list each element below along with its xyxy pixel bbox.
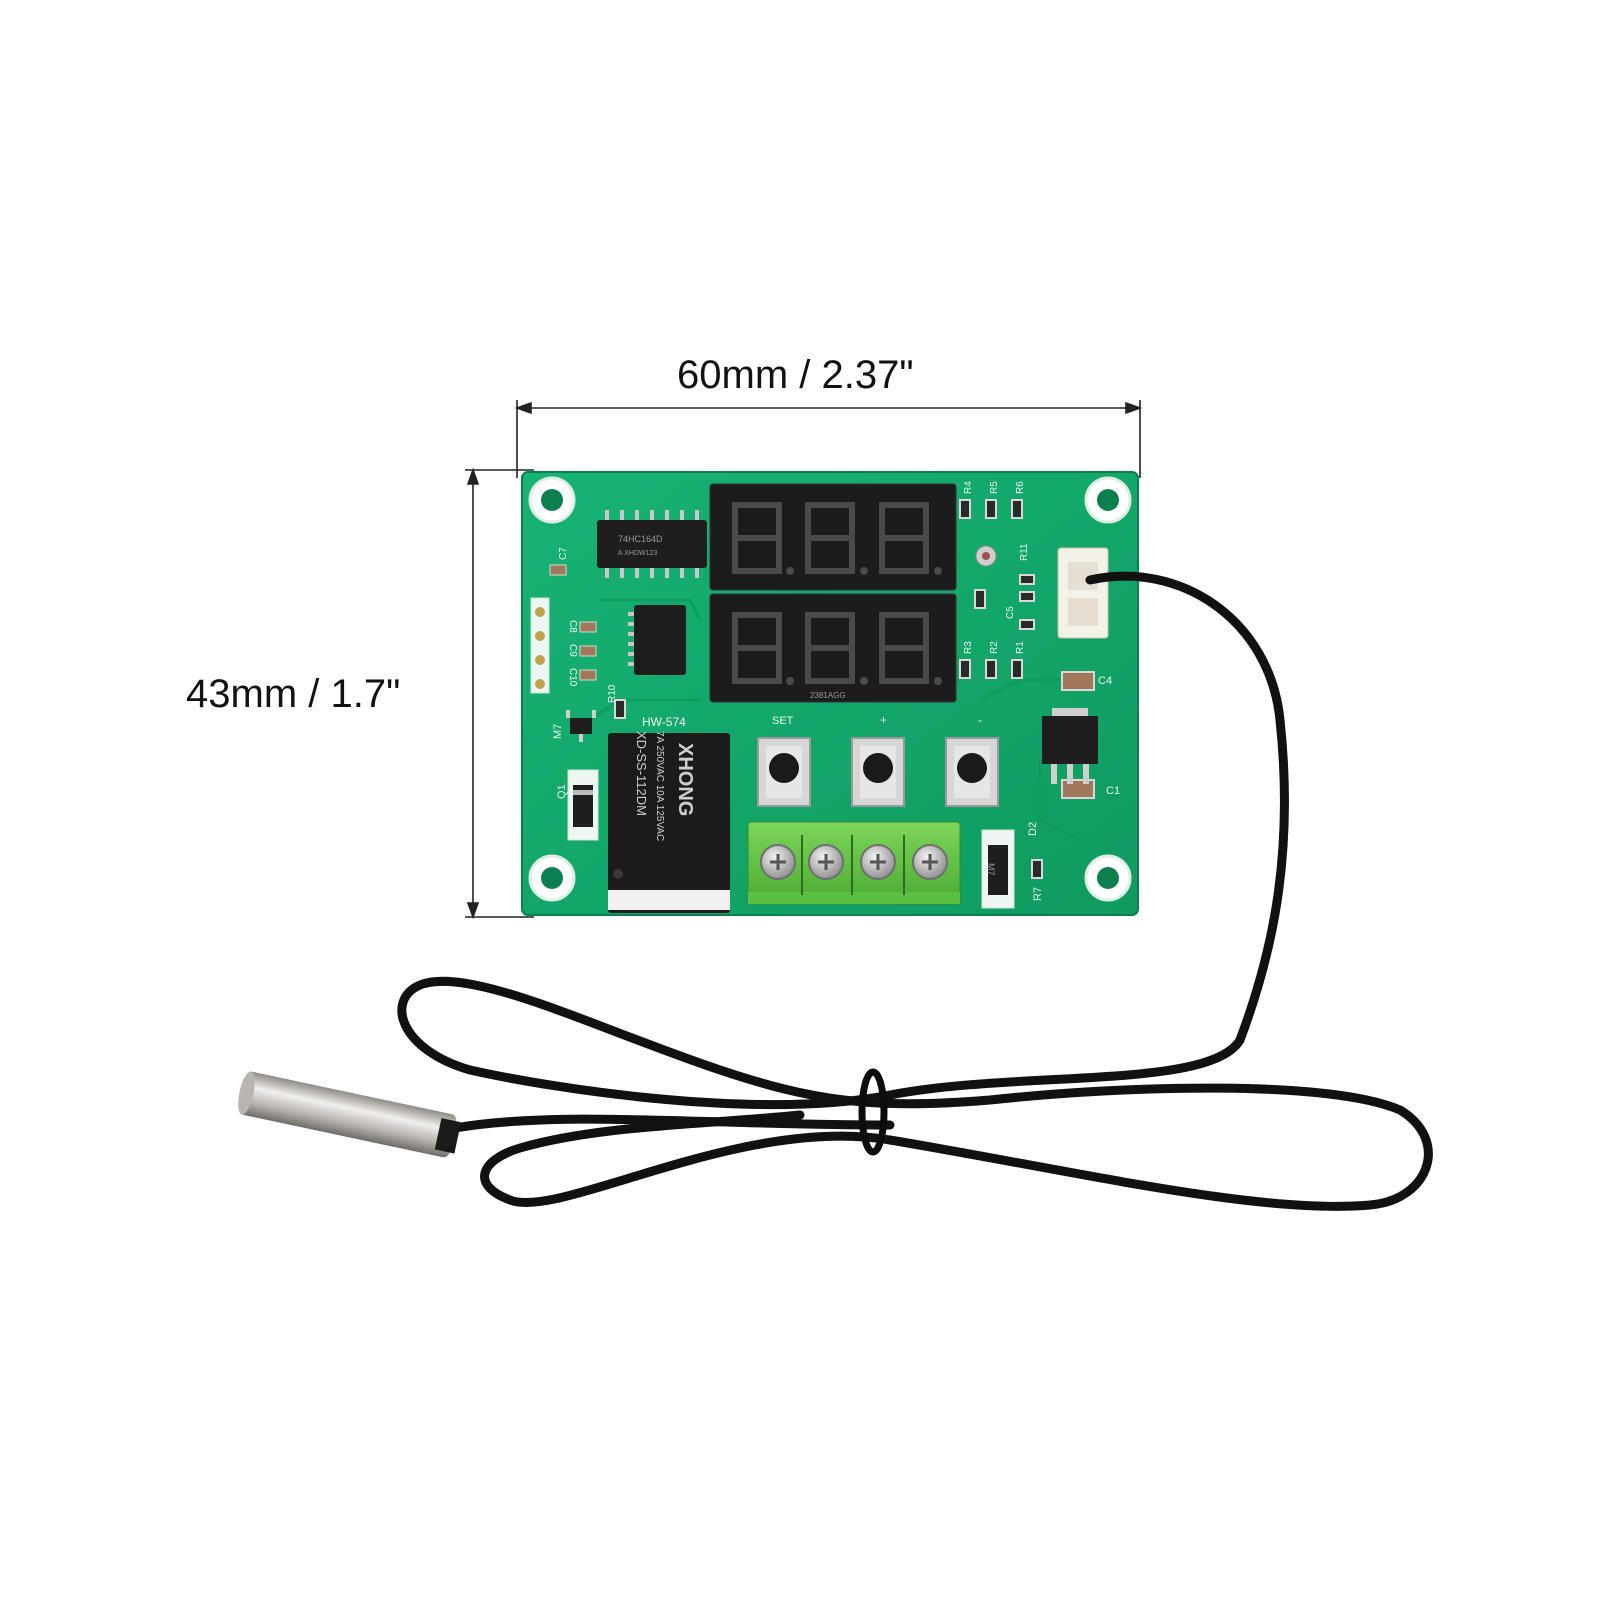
ic-chip-controller <box>628 605 686 675</box>
silkscreen: HW-574 SET + - R4 R5 R6 R11 C5 R3 R2 R1 … <box>552 481 1120 901</box>
label-r4: R4 <box>963 481 974 494</box>
capacitor-c1 <box>1061 779 1095 799</box>
display-code: 2381AGG <box>810 691 846 700</box>
relay-model: XD-SS-112DM <box>634 731 649 816</box>
height-dimension-line <box>465 467 534 920</box>
relay-brand: XHONG <box>674 743 696 816</box>
capacitor-c4 <box>1061 671 1095 691</box>
width-dimension-line <box>514 400 1143 478</box>
minus-button-label: - <box>978 713 982 727</box>
status-led <box>975 545 997 567</box>
label-c10: C10 <box>567 668 578 687</box>
label-r3: R3 <box>963 641 974 654</box>
label-c4: C4 <box>1098 675 1112 687</box>
label-r10: R10 <box>607 684 618 703</box>
mounting-hole <box>528 854 576 902</box>
mounting-hole <box>528 476 576 524</box>
mounting-hole <box>1084 476 1132 524</box>
cable-tie <box>858 1068 888 1156</box>
label-r11: R11 <box>1019 543 1030 561</box>
label-c9: C9 <box>567 644 578 657</box>
relay-rating: 7A 250VAC 10A 125VAC <box>654 731 665 841</box>
led-display-top <box>709 483 957 591</box>
minus-button[interactable] <box>945 737 999 807</box>
probe-tip <box>238 1071 462 1158</box>
voltage-regulator <box>1042 708 1098 784</box>
probe-cable <box>397 571 1433 1211</box>
height-dimension-label: 43mm / 1.7" <box>186 672 401 716</box>
label-d2: Q1 <box>556 784 568 799</box>
set-button-label: SET <box>772 715 794 727</box>
label-c7: C7 <box>558 547 569 560</box>
ic-marking: 74HC164D <box>618 534 663 544</box>
ic-chip-74hc164d: 74HC164D A XHDW123 <box>597 510 707 578</box>
pcb-board: 74HC164D A XHDW123 <box>521 471 1139 916</box>
plus-button-label: + <box>880 713 887 727</box>
label-c1: C1 <box>1106 785 1120 797</box>
mounting-hole <box>1084 854 1132 902</box>
width-dimension-label: 60mm / 2.37" <box>677 353 914 397</box>
label-d1: D2 <box>1027 822 1039 836</box>
board-model-label: HW-574 <box>642 715 686 729</box>
smd-resistors <box>614 499 1043 879</box>
segment-digits <box>732 502 929 574</box>
plus-button[interactable] <box>851 737 905 807</box>
label-r1: R1 <box>1015 641 1026 654</box>
diode-d1: M7 <box>981 829 1015 909</box>
label-c8: C8 <box>567 620 578 633</box>
label-r5: R5 <box>989 481 1000 494</box>
label-r2: R2 <box>989 641 1000 654</box>
label-c5: C5 <box>1005 606 1016 619</box>
set-button[interactable] <box>757 737 811 807</box>
ic-marking-secondary: A XHDW123 <box>618 550 657 557</box>
label-r7: R7 <box>1032 887 1044 901</box>
programming-header <box>530 597 550 694</box>
smd-capacitors <box>549 564 597 681</box>
diode-d2 <box>567 769 599 841</box>
sensor-connector <box>1057 547 1109 639</box>
diode-marking: M7 <box>986 863 996 876</box>
label-q1: M7 <box>552 724 564 739</box>
screw-terminal-block[interactable] <box>747 821 961 905</box>
transistor-q1 <box>566 710 596 742</box>
led-display-bottom: 2381AGG <box>709 593 957 703</box>
relay: XHONG 7A 250VAC 10A 125VAC XD-SS-112DM <box>608 731 730 913</box>
label-r6: R6 <box>1015 481 1026 494</box>
